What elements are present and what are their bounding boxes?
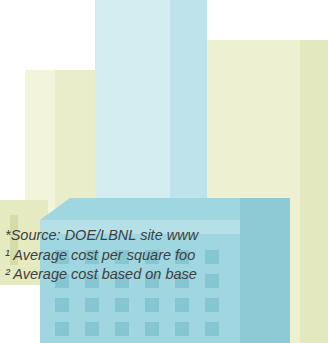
window xyxy=(205,250,219,264)
window xyxy=(55,322,69,336)
window xyxy=(85,298,99,312)
window xyxy=(175,298,189,312)
window xyxy=(205,322,219,336)
window xyxy=(205,274,219,288)
window xyxy=(145,298,159,312)
window xyxy=(115,322,129,336)
footnote: ² Average cost based on base xyxy=(5,265,197,283)
footnote: *Source: DOE/LBNL site www xyxy=(5,226,198,244)
window xyxy=(175,322,189,336)
right-building-side xyxy=(300,40,328,343)
window xyxy=(115,298,129,312)
window xyxy=(205,298,219,312)
front-building-side xyxy=(240,198,290,343)
window xyxy=(145,322,159,336)
window xyxy=(55,298,69,312)
window xyxy=(85,322,99,336)
footnote: ¹ Average cost per square foo xyxy=(5,246,195,264)
